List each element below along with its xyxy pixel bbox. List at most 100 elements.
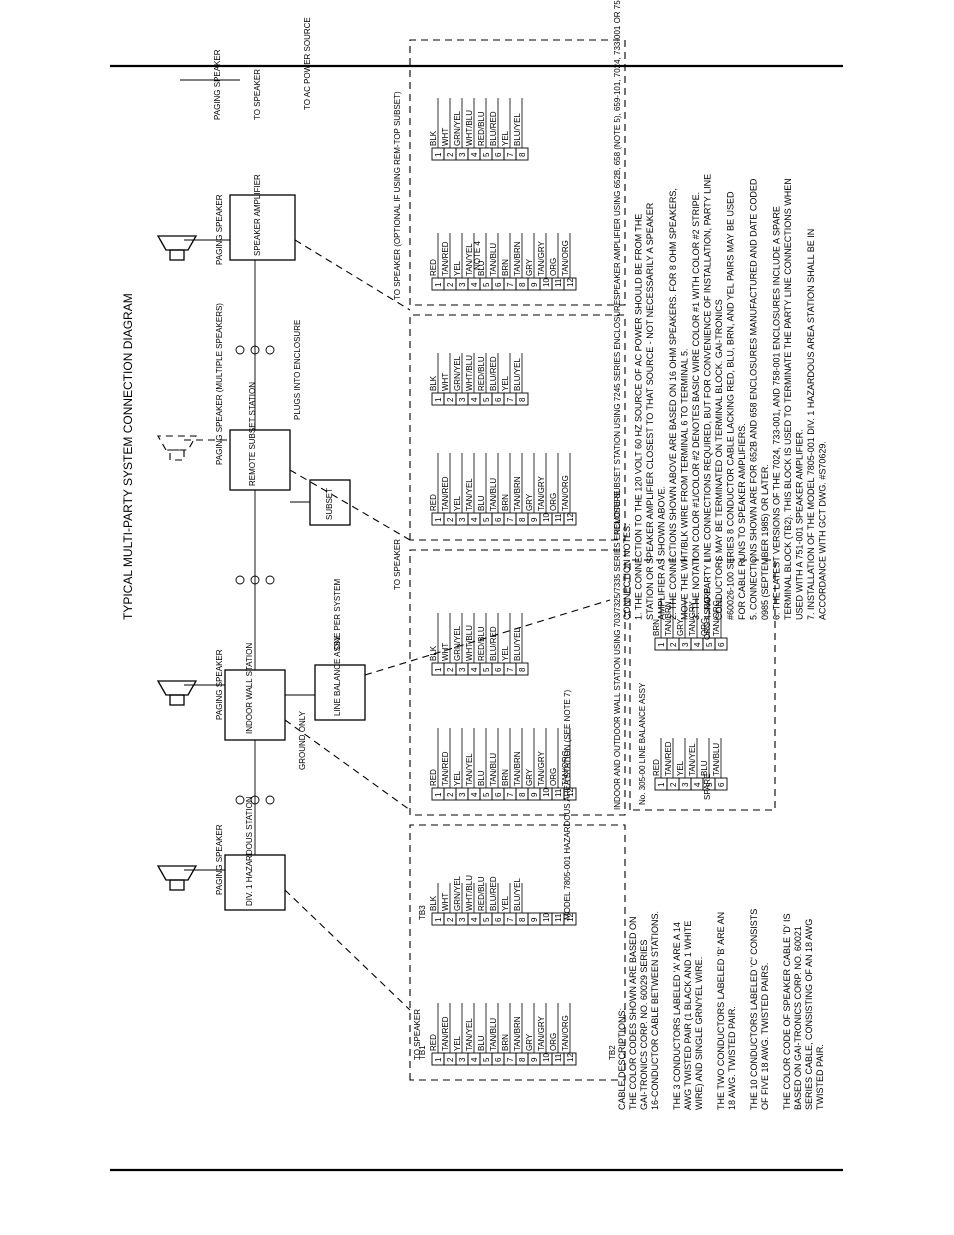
indoor-tb1-wire-label: TAN/YEL <box>465 753 474 786</box>
hazardous-tb1-number: 2 <box>446 1057 455 1062</box>
hazardous-tb3-number: 12 <box>566 913 575 922</box>
connection-note-line: 3. THE NOTATION COLOR #1/COLOR #2 DENOTE… <box>691 192 701 620</box>
hazardous-station-label: DIV. 1 HAZARDOUS STATION <box>245 796 254 906</box>
hazardous-tb1-number: 9 <box>530 1057 539 1062</box>
amp-tb2-number: 5 <box>482 282 491 287</box>
connection-note-line: 7. INSTALLATION OF THE MODEL 7805-001 DI… <box>806 229 816 620</box>
indoor-wall-station-box <box>224 669 286 741</box>
cable-note-line: GAI-TRONICS CORP. NO. 60029 SERIES <box>639 940 649 1110</box>
remote-tb2-number: 3 <box>458 397 467 402</box>
hazardous-tb3-number: 3 <box>458 917 467 922</box>
remote-tb1-number: 3 <box>458 517 467 522</box>
to-speaker-label-top: TO SPEAKER <box>253 69 262 120</box>
hazardous-station-box <box>224 854 286 911</box>
lb-tb2-wire-label: TAN/BRN <box>664 601 673 636</box>
line-balance-label: LINE BALANCE ASSY <box>333 635 342 716</box>
amp-tb1-wire-label: WHT <box>441 128 450 146</box>
lb-tb2-number: 5 <box>705 642 714 647</box>
hazardous-tb1-wire-label: BLU <box>477 1035 486 1051</box>
indoor-tb1-number: 12 <box>566 788 575 797</box>
cable-note-line: THE COLOR CODE OF SPEAKER CABLE 'D' IS <box>782 914 792 1110</box>
hazardous-tb1-wire-label: TAN/BRN <box>513 1016 522 1051</box>
indoor-tb1-wire-label: BLU <box>477 770 486 786</box>
remote-tb2-number: 7 <box>506 397 515 402</box>
remote-tb2-number: 5 <box>482 397 491 402</box>
amp-tb2-number: 9 <box>530 282 539 287</box>
amp-tb2-number: 6 <box>494 282 503 287</box>
remote-subset-enclosure <box>409 314 626 541</box>
hazardous-tb3-number: 8 <box>518 917 527 922</box>
to-ac-power-label: TO AC POWER SOURCE <box>303 17 312 110</box>
hazardous-tb1-number: 3 <box>458 1057 467 1062</box>
hazardous-enclosure-label: MODEL 7805-001 HAZARDOUS AREA STATION (S… <box>563 690 572 920</box>
indoor-tb2-number: 8 <box>518 667 527 672</box>
indoor-tb2-number: 5 <box>482 667 491 672</box>
hazardous-tb3-header: TB3 <box>418 905 427 920</box>
hazardous-tb1-number: 4 <box>470 1057 479 1062</box>
remote-tb1-number: 10 <box>542 513 551 522</box>
indoor-tb2-wire-label: BLU/YEL <box>513 628 522 661</box>
lb-tb-wire-label: BLU <box>700 760 709 776</box>
amp-tb1-wire-label: YEL <box>501 130 510 146</box>
amp-tb2-wire-label: BRN <box>501 259 510 276</box>
indoor-tb2-wire-label: WHT <box>441 643 450 661</box>
indoor-outdoor-enclosure <box>409 549 626 816</box>
cable-descriptions: CABLE DESCRIPTIONS:THE COLOR CODES SHOWN… <box>617 909 825 1110</box>
hazardous-tb1-wire-label: TAN/YEL <box>465 1018 474 1051</box>
indoor-tb1-number: 5 <box>482 792 491 797</box>
remote-tb1-wire-label: GRY <box>525 493 534 511</box>
indoor-tb2-wire-label: BLU/RED <box>489 626 498 661</box>
ground-only-label: GROUND ONLY <box>298 710 307 770</box>
hazardous-tb1-wire-label: GRY <box>525 1033 534 1051</box>
indoor-tb1-wire-label: TAN/BLU <box>489 753 498 786</box>
indoor-tb2-number: 6 <box>494 667 503 672</box>
paging-speaker-multi-label: PAGING SPEAKER (MULTIPLE SPEAKERS) <box>215 303 224 465</box>
speaker-amplifier-label: SPEAKER AMPLIFIER <box>253 174 262 256</box>
remote-tb1-number: 6 <box>494 517 503 522</box>
cable-note-line: OF FIVE 18 AWG. TWISTED PAIRS. <box>760 963 770 1110</box>
amp-tb2-wire-label: TAN/GRY <box>537 241 546 276</box>
amp-tb1-number: 8 <box>518 152 527 157</box>
amp-tb2-wire-label: TAN/RED <box>441 241 450 276</box>
indoor-tb1-wire-label: TAN/GRY <box>537 751 546 786</box>
amp-tb1-number: 1 <box>434 152 443 157</box>
indoor-tb1-number: 3 <box>458 792 467 797</box>
remote-tb1-number: 12 <box>566 513 575 522</box>
cable-note-line: BASED ON GAI-TRONICS CORP. NO. 60021 <box>793 926 803 1110</box>
remote-tb1-wire-label: ORG <box>549 493 558 511</box>
amp-tb1-number: 3 <box>458 152 467 157</box>
lb-tb-wire-label: TAN/RED <box>664 741 673 776</box>
leader-hazardous <box>284 889 411 1011</box>
amp-tb2-number: 2 <box>446 282 455 287</box>
hazardous-tb1-number: 7 <box>506 1057 515 1062</box>
remote-tb2-wire-label: BLU/RED <box>489 356 498 391</box>
to-speaker-optional-label: TO SPEAKER (OPTIONAL IF USING REM-TOP SU… <box>393 91 402 300</box>
connection-note-line: CONNECTION NOTES: <box>622 523 632 620</box>
hazardous-tb1-number: 6 <box>494 1057 503 1062</box>
hazardous-tb1-number: 5 <box>482 1057 491 1062</box>
lb-tb2-number: 1 <box>657 642 666 647</box>
indoor-tb1-wire-label: YEL <box>453 770 462 786</box>
indoor-tb2-wire-label: WHT/BLU <box>465 625 474 661</box>
amp-tb2-wire-label: TAN/BRN <box>513 241 522 276</box>
indoor-tb1-number: 4 <box>470 792 479 797</box>
amp-tb2-wire-label: RED <box>429 259 438 276</box>
amp-tb1-wire-label: GRN/YEL <box>453 110 462 146</box>
lb-tb2-wire-label: BRN <box>652 619 661 636</box>
hazardous-tb3-number: 10 <box>542 913 551 922</box>
remote-tb2-wire-label: YEL <box>501 375 510 391</box>
lb-org-spare-label: ORG - SPARE <box>703 588 712 640</box>
lb-tb2-number: 3 <box>681 642 690 647</box>
leader-line-balance <box>364 599 611 676</box>
remote-tb1-wire-label: TAN/GRY <box>537 476 546 511</box>
cable-note-line: SERIES CABLE, CONSISTING OF AN 18 AWG <box>804 919 814 1110</box>
hazardous-tb3-number: 9 <box>530 917 539 922</box>
amp-tb1-number: 6 <box>494 152 503 157</box>
hazardous-enclosure <box>409 824 626 1081</box>
indoor-tb2-number: 4 <box>470 667 479 672</box>
hazardous-tb3-number: 5 <box>482 917 491 922</box>
note-4-label: NOTE 4 <box>473 241 482 270</box>
line-balance-box <box>314 664 366 721</box>
hazardous-tb1-header: TB1 <box>418 1045 427 1060</box>
connection-note-line: 2. THE CONNECTIONS SHOWN ABOVE ARE BASED… <box>668 188 678 620</box>
